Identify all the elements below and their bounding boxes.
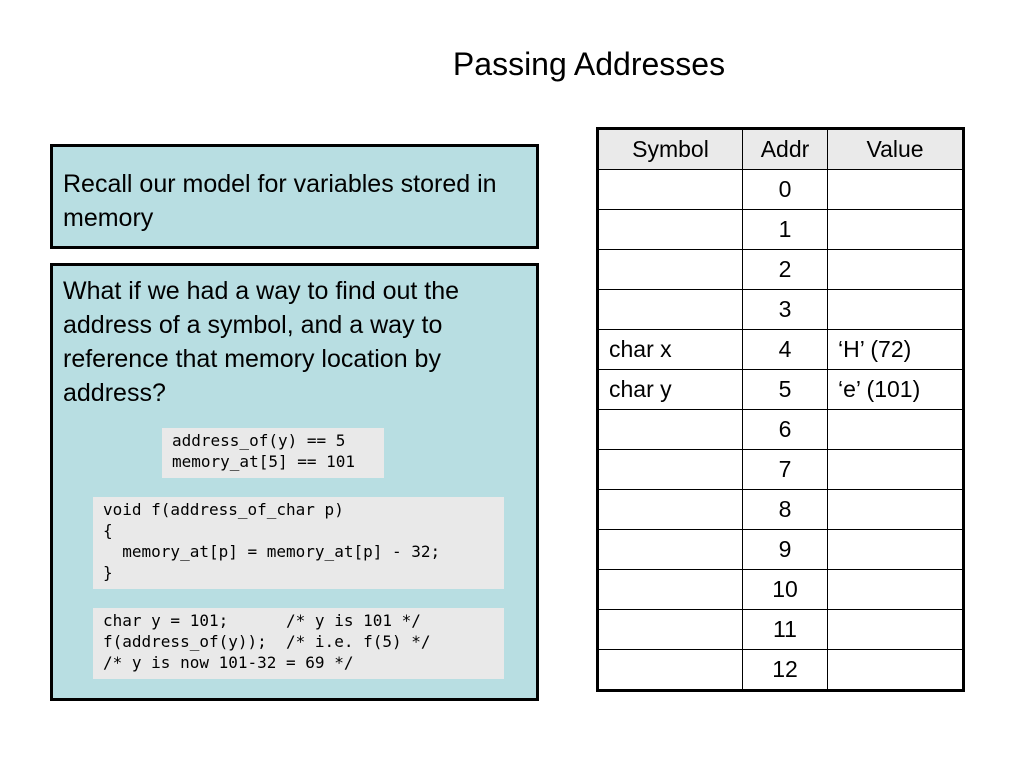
- cell-symbol: [597, 289, 743, 330]
- table-row: 1: [597, 209, 964, 250]
- table-row: 11: [597, 609, 964, 650]
- cell-addr: 9: [742, 529, 828, 570]
- cell-symbol: [597, 609, 743, 650]
- cell-symbol: [597, 649, 743, 691]
- cell-symbol: [597, 569, 743, 610]
- cell-symbol: [597, 409, 743, 450]
- cell-value: [827, 609, 964, 650]
- cell-value: [827, 409, 964, 450]
- cell-value: [827, 569, 964, 610]
- cell-value: [827, 249, 964, 290]
- cell-addr: 2: [742, 249, 828, 290]
- cell-addr: 0: [742, 169, 828, 210]
- table-row: 8: [597, 489, 964, 530]
- cell-symbol: [597, 449, 743, 490]
- table-row: 2: [597, 249, 964, 290]
- header-addr: Addr: [742, 128, 828, 170]
- table-row: 6: [597, 409, 964, 450]
- cell-value: [827, 209, 964, 250]
- cell-addr: 5: [742, 369, 828, 410]
- code-snippet-address-of: address_of(y) == 5 memory_at[5] == 101: [162, 428, 384, 478]
- header-value: Value: [827, 128, 964, 170]
- cell-symbol: [597, 249, 743, 290]
- cell-addr: 6: [742, 409, 828, 450]
- table-row: 10: [597, 569, 964, 610]
- table-row: 0: [597, 169, 964, 210]
- table-row: 7: [597, 449, 964, 490]
- table-row: 12: [597, 649, 964, 691]
- table-row: 3: [597, 289, 964, 330]
- cell-addr: 10: [742, 569, 828, 610]
- cell-symbol: [597, 489, 743, 530]
- cell-symbol: char y: [597, 369, 743, 410]
- code-snippet-function: void f(address_of_char p) { memory_at[p]…: [93, 497, 504, 589]
- recall-text: Recall our model for variables stored in…: [63, 170, 497, 232]
- cell-value: ‘H’ (72): [827, 329, 964, 370]
- memory-table-header: Symbol Addr Value: [597, 128, 964, 170]
- cell-addr: 1: [742, 209, 828, 250]
- cell-symbol: [597, 529, 743, 570]
- cell-value: [827, 449, 964, 490]
- table-row: 9: [597, 529, 964, 570]
- cell-value: [827, 529, 964, 570]
- cell-addr: 3: [742, 289, 828, 330]
- cell-value: [827, 649, 964, 691]
- cell-value: [827, 289, 964, 330]
- cell-symbol: [597, 209, 743, 250]
- code-snippet-call: char y = 101; /* y is 101 */ f(address_o…: [93, 608, 504, 679]
- recall-box: Recall our model for variables stored in…: [50, 144, 539, 249]
- question-box: What if we had a way to find out the add…: [50, 263, 539, 701]
- cell-symbol: [597, 169, 743, 210]
- cell-value: [827, 169, 964, 210]
- cell-addr: 8: [742, 489, 828, 530]
- cell-addr: 7: [742, 449, 828, 490]
- cell-value: ‘e’ (101): [827, 369, 964, 410]
- cell-addr: 11: [742, 609, 828, 650]
- slide-title: Passing Addresses: [452, 46, 726, 82]
- header-symbol: Symbol: [597, 128, 743, 170]
- cell-symbol: char x: [597, 329, 743, 370]
- cell-value: [827, 489, 964, 530]
- cell-addr: 4: [742, 329, 828, 370]
- cell-addr: 12: [742, 649, 828, 691]
- question-text: What if we had a way to find out the add…: [63, 277, 460, 407]
